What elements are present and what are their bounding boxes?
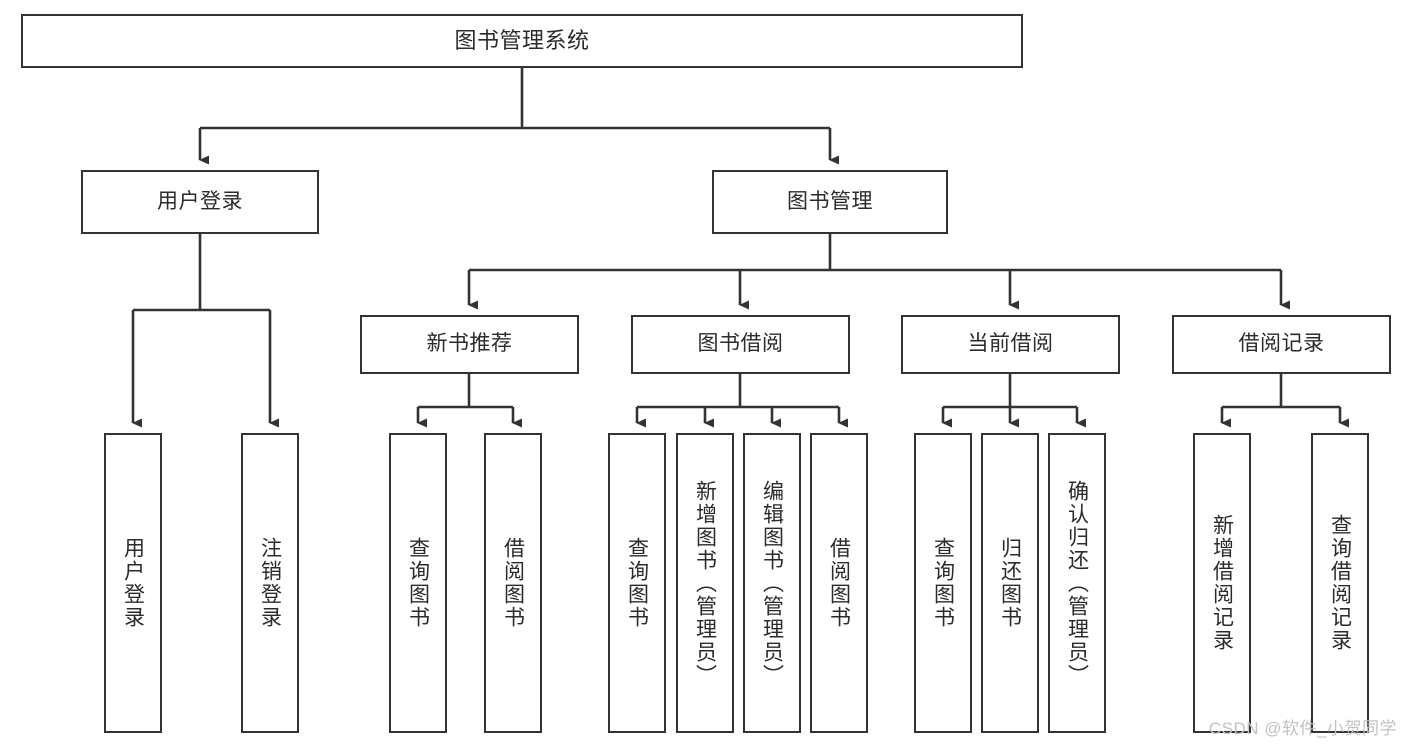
node-user-login[interactable]: 用户登录 — [81, 170, 319, 234]
node-user-login-label: 用户登录 — [157, 189, 243, 213]
node-book-borrow[interactable]: 图书借阅 — [631, 315, 850, 374]
node-leaf-edit-book[interactable]: 编辑图书（管理员） — [743, 433, 801, 733]
node-leaf-return-book[interactable]: 归还图书 — [981, 433, 1039, 733]
node-leaf-query-record[interactable]: 查询借阅记录 — [1311, 433, 1369, 733]
node-current-borrow[interactable]: 当前借阅 — [901, 315, 1120, 374]
node-leaf-edit-book-label: 编辑图书（管理员） — [760, 479, 784, 687]
node-leaf-confirm-return-label: 确认归还（管理员） — [1065, 479, 1089, 687]
node-leaf-add-book[interactable]: 新增图书（管理员） — [676, 433, 734, 733]
node-new-book-recommend[interactable]: 新书推荐 — [360, 315, 579, 374]
node-leaf-query-book-3-label: 查询图书 — [931, 537, 955, 629]
node-root-label: 图书管理系统 — [454, 28, 590, 54]
node-current-borrow-label: 当前借阅 — [967, 332, 1054, 356]
node-borrow-record[interactable]: 借阅记录 — [1172, 315, 1391, 374]
node-leaf-borrow-book-1-label: 借阅图书 — [501, 537, 525, 629]
node-leaf-add-record[interactable]: 新增借阅记录 — [1193, 433, 1251, 733]
node-leaf-user-login[interactable]: 用户登录 — [104, 433, 162, 733]
watermark-text: CSDN @软件_小贺同学 — [1208, 719, 1397, 738]
node-leaf-confirm-return[interactable]: 确认归还（管理员） — [1048, 433, 1106, 733]
node-leaf-user-logout-label: 注销登录 — [258, 537, 282, 629]
node-leaf-borrow-book-2-label: 借阅图书 — [827, 537, 851, 629]
node-borrow-record-label: 借阅记录 — [1238, 332, 1325, 356]
node-leaf-borrow-book-1[interactable]: 借阅图书 — [484, 433, 542, 733]
node-book-borrow-label: 图书借阅 — [697, 332, 784, 356]
node-book-management[interactable]: 图书管理 — [712, 170, 948, 234]
node-leaf-query-record-label: 查询借阅记录 — [1328, 514, 1352, 652]
node-book-management-label: 图书管理 — [787, 189, 873, 213]
node-leaf-add-book-label: 新增图书（管理员） — [693, 479, 717, 687]
node-leaf-query-book-2-label: 查询图书 — [625, 537, 649, 629]
node-leaf-borrow-book-2[interactable]: 借阅图书 — [810, 433, 868, 733]
node-leaf-query-book-2[interactable]: 查询图书 — [608, 433, 666, 733]
node-leaf-query-book-1[interactable]: 查询图书 — [389, 433, 447, 733]
node-leaf-query-book-3[interactable]: 查询图书 — [914, 433, 972, 733]
node-leaf-user-logout[interactable]: 注销登录 — [241, 433, 299, 733]
node-leaf-add-record-label: 新增借阅记录 — [1210, 514, 1234, 652]
node-leaf-return-book-label: 归还图书 — [998, 537, 1022, 629]
node-leaf-query-book-1-label: 查询图书 — [406, 537, 430, 629]
node-root[interactable]: 图书管理系统 — [21, 14, 1023, 68]
node-leaf-user-login-label: 用户登录 — [121, 537, 145, 629]
node-new-book-recommend-label: 新书推荐 — [426, 332, 513, 356]
